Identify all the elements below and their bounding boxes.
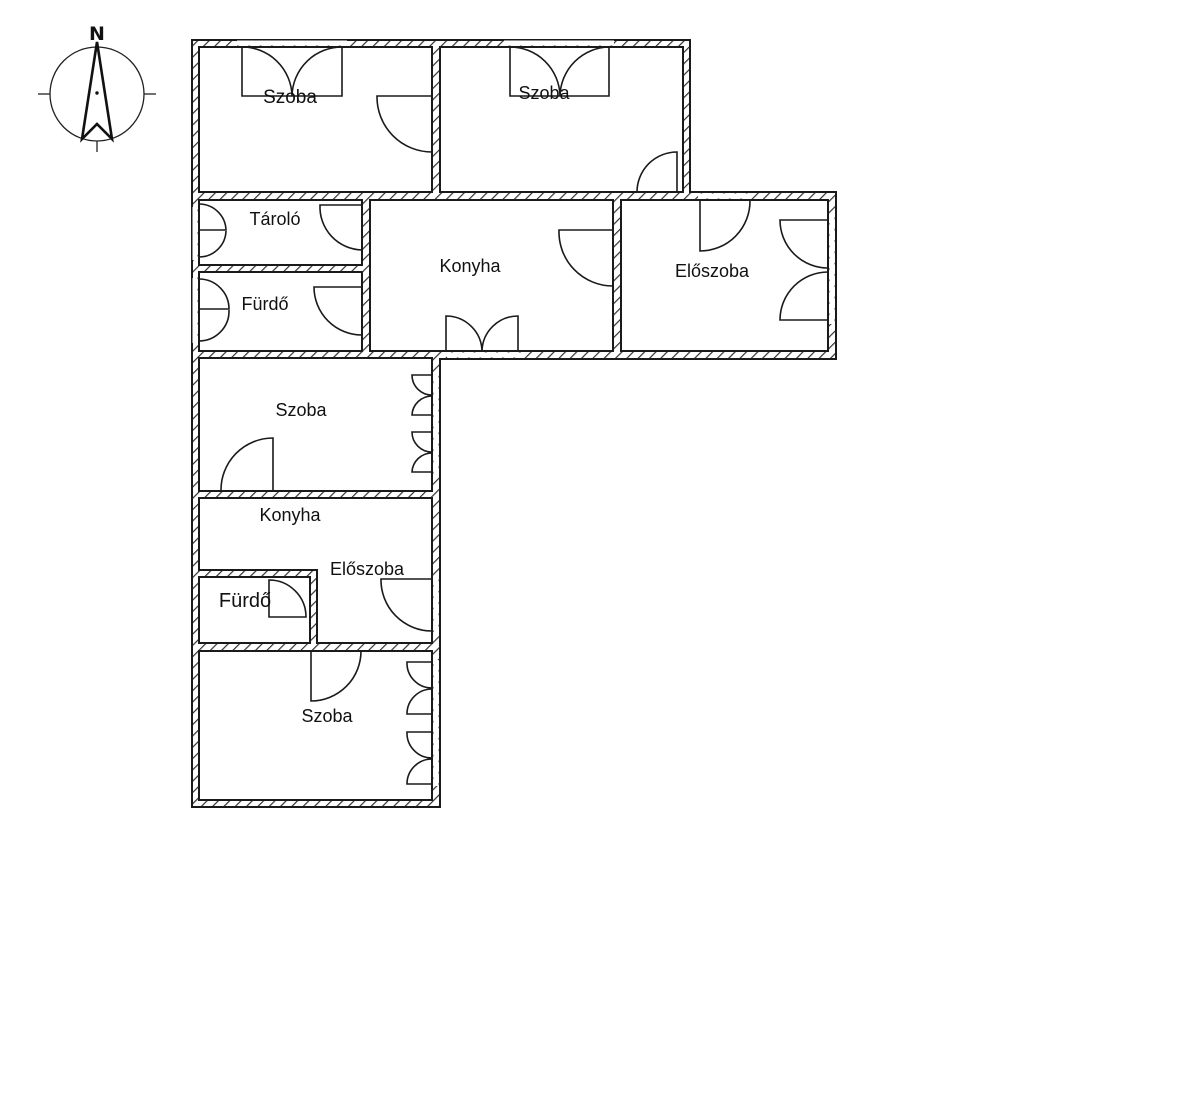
room-label-konyha-2: Konyha	[259, 505, 321, 525]
room-outline-flat2	[198, 497, 433, 644]
room-outlines	[191, 39, 837, 808]
outer-outline	[191, 39, 837, 808]
wall-room3-bottom	[192, 491, 440, 498]
wall-bath-bottom	[192, 351, 440, 358]
door-szoba-1	[376, 95, 433, 153]
room-outline-szoba-1	[198, 46, 433, 193]
room-label-konyha-1: Konyha	[439, 256, 501, 276]
door-furdo-2	[268, 579, 307, 618]
compass: N	[38, 23, 156, 152]
openings	[192, 40, 835, 786]
room-label-eloszoba-1: Előszoba	[675, 261, 750, 281]
wall-top-left	[192, 40, 690, 47]
room-label-tarolo: Tároló	[249, 209, 300, 229]
door-szoba-2	[636, 151, 678, 193]
wall-top-right-east	[683, 40, 690, 200]
room-label-furdo-2: Fürdő	[219, 590, 271, 612]
double-window-szoba-2	[509, 46, 610, 97]
window-szoba-4-casement-b	[406, 731, 433, 785]
wall-bath2-top	[192, 570, 317, 577]
wall-upper-rooms-bottom	[192, 192, 440, 200]
room-label-szoba-2: Szoba	[518, 83, 570, 103]
room-outline-szoba-2	[439, 46, 684, 193]
wall-bath2-east	[310, 570, 317, 651]
wall-south	[192, 800, 440, 807]
wall-storage-bath-divider	[192, 265, 370, 272]
room-label-szoba-1: Szoba	[263, 87, 317, 108]
door-eloszoba-2	[380, 578, 433, 632]
door-furdo-1	[313, 286, 363, 336]
room-outline-furdo-1	[198, 271, 363, 352]
room-label-szoba-3: Szoba	[275, 400, 327, 420]
door-eloszoba-1-top	[699, 199, 751, 252]
room-outline-szoba-3	[198, 357, 433, 492]
door-szoba-3	[220, 437, 274, 492]
window-tarolo-casement	[198, 203, 227, 258]
wall-upper-divider	[432, 40, 440, 200]
compass-center-dot	[95, 91, 99, 95]
wall-hall-top	[683, 192, 836, 200]
double-window-eloszoba-1	[779, 219, 829, 321]
room-outline-furdo-2	[198, 576, 311, 644]
walls	[192, 40, 836, 807]
room-labels: Szoba Szoba Tároló Fürdő Konyha Előszoba…	[219, 83, 750, 726]
room-label-eloszoba-2: Előszoba	[330, 559, 405, 579]
door-tarolo	[319, 204, 363, 251]
double-door-konyha-1	[445, 315, 519, 352]
wall-west	[192, 40, 199, 807]
room-outline-szoba-4	[198, 650, 433, 801]
double-window-szoba-1	[241, 46, 343, 97]
doors	[198, 46, 829, 785]
door-szoba-4	[310, 650, 362, 702]
room-label-szoba-4: Szoba	[301, 706, 353, 726]
wall-upper-mid-bottom	[432, 192, 683, 200]
window-szoba-3-casement-a	[411, 374, 433, 416]
window-szoba-4-casement-a	[406, 661, 433, 715]
window-furdo-1-casement	[198, 278, 230, 342]
window-szoba-3-casement-b	[411, 431, 433, 473]
room-outline-eloszoba-1	[620, 199, 829, 352]
wall-kitchen-hall-divider	[613, 200, 621, 359]
wall-small-rooms-east	[362, 200, 370, 359]
door-konyha-1	[558, 229, 614, 287]
room-outline-konyha-1	[369, 199, 614, 352]
room-label-furdo-1: Fürdő	[241, 294, 288, 314]
wall-middle-bottom	[362, 351, 836, 359]
compass-north-label: N	[89, 23, 105, 45]
room-outline-tarolo	[198, 199, 363, 266]
north-arrow-icon	[80, 41, 114, 143]
